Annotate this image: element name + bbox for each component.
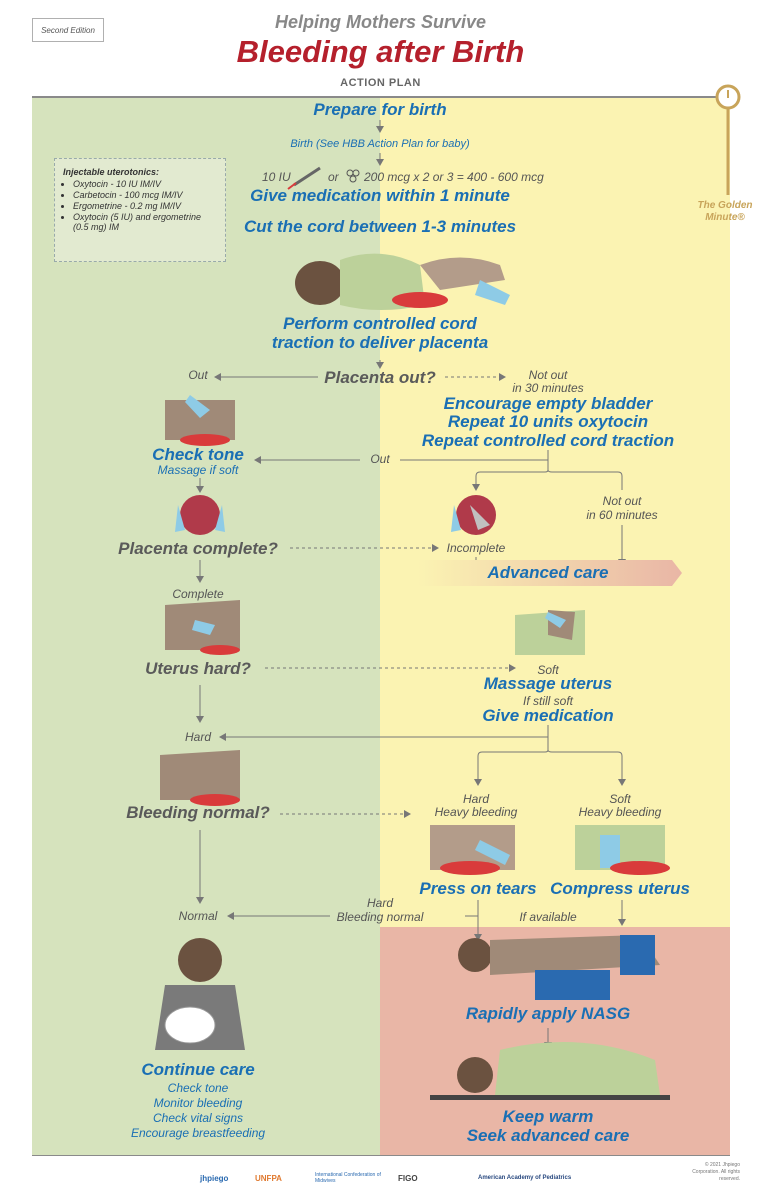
step-seek-care: Seek advanced care <box>466 1126 630 1145</box>
step-massage-uterus: Massage uterus <box>483 674 613 693</box>
step-encourage: Encourage empty bladder <box>443 394 653 413</box>
pills-icon <box>346 169 360 183</box>
copyright: © 2021 Jhpiego Corporation. All rights r… <box>692 1162 740 1182</box>
series-title: Helping Mothers Survive <box>274 12 487 32</box>
logo-jhpiego: jhpiego <box>200 1173 229 1183</box>
step-repeat-oxy: Repeat 10 units oxytocin <box>447 412 649 431</box>
keep-warm-illustration <box>430 1042 670 1100</box>
logo-aap: American Academy of Pediatrics <box>478 1174 572 1181</box>
decision-placenta-complete: Placenta complete? <box>118 539 278 558</box>
step-give-medication: Give medication <box>482 706 614 725</box>
logo-figo: FIGO <box>398 1173 418 1183</box>
label-hard-2: Hard <box>462 792 490 806</box>
step-cut-cord: Cut the cord between 1-3 minutes <box>243 217 517 236</box>
golden-minute-label: The Golden Minute® <box>697 200 753 223</box>
label-soft-1: Soft <box>537 663 559 677</box>
edition-badge: Second Edition <box>32 18 104 42</box>
check-tone-illustration <box>165 395 235 446</box>
step-repeat-cct: Repeat controlled cord traction <box>421 431 675 450</box>
note-item: Ergometrine - 0.2 mg IM/IV <box>73 201 217 211</box>
note-item: Oxytocin (5 IU) and ergometrine (0.5 mg)… <box>73 212 217 232</box>
top-divider <box>32 96 730 98</box>
label-normal: Normal <box>178 909 218 923</box>
stopwatch-icon <box>715 84 741 195</box>
care-item: Monitor bleeding <box>153 1096 243 1110</box>
note-item: Oxytocin - 10 IU IM/IV <box>73 179 217 189</box>
uterotonics-note: Injectable uterotonics: Oxytocin - 10 IU… <box>54 158 226 262</box>
massage-uterus-illustration <box>515 610 585 655</box>
label-incomplete: Incomplete <box>446 541 506 555</box>
care-item: Check vital signs <box>152 1111 244 1125</box>
label-out-1: Out <box>188 368 208 382</box>
label-not-out-30-1: Not out <box>528 368 568 382</box>
dose-iu: 10 IU <box>262 170 291 184</box>
step-massage-if-soft: Massage if soft <box>157 463 239 477</box>
step-check-tone: Check tone <box>152 445 244 464</box>
syringe-icon <box>287 166 321 190</box>
note-item: Carbetocin - 100 mcg IM/IV <box>73 190 217 200</box>
care-item: Encourage breastfeeding <box>130 1126 266 1140</box>
logo-unfpa: UNFPA <box>255 1173 282 1183</box>
label-hard-1: Hard <box>184 730 212 744</box>
uterus-hard-illustration <box>165 600 240 655</box>
label-not-out-60-2: in 60 minutes <box>586 508 658 522</box>
step-give-med: Give medication within 1 minute <box>250 186 510 205</box>
care-item: Check tone <box>167 1081 229 1095</box>
breastfeeding-illustration <box>155 938 245 1050</box>
label-soft-2: Soft <box>609 792 631 806</box>
dose-or: or <box>328 170 339 184</box>
decision-uterus-hard: Uterus hard? <box>145 659 251 678</box>
step-nasg: Rapidly apply NASG <box>465 1004 631 1023</box>
step-perform-1: Perform controlled cord <box>283 314 477 333</box>
step-perform-2: traction to deliver placenta <box>271 333 489 352</box>
step-prepare: Prepare for birth <box>313 100 447 119</box>
dose-mcg: 200 mcg x 2 or 3 = 400 - 600 mcg <box>364 170 544 184</box>
label-if-available: If available <box>519 910 577 924</box>
page-subtitle: ACTION PLAN <box>340 77 421 89</box>
birth-illustration <box>295 253 510 310</box>
label-not-out-30-2: in 30 minutes <box>512 381 584 395</box>
press-tears-illustration <box>430 825 515 875</box>
placenta-illustration-right <box>451 495 496 535</box>
compress-uterus-illustration <box>575 825 670 875</box>
label-complete: Complete <box>172 587 224 601</box>
logo-icm: International Confederation of Midwives <box>315 1172 381 1184</box>
placenta-illustration-left <box>175 495 225 535</box>
label-if-still-soft: If still soft <box>522 694 574 708</box>
label-heavy-2: Heavy bleeding <box>578 805 662 819</box>
label-hard-3: Hard <box>366 896 394 910</box>
page-title: Bleeding after Birth <box>236 34 525 69</box>
step-advanced-care: Advanced care <box>487 563 609 582</box>
label-heavy-1: Heavy bleeding <box>434 805 518 819</box>
step-compress-uterus: Compress uterus <box>550 879 690 898</box>
label-not-out-60-1: Not out <box>602 494 642 508</box>
step-press-tears: Press on tears <box>419 879 537 898</box>
label-bleeding-normal: Bleeding normal <box>336 910 424 924</box>
nasg-illustration <box>458 935 660 1000</box>
attention-pathway-zone <box>380 97 730 927</box>
note-title: Injectable uterotonics: <box>63 167 160 177</box>
label-out-2: Out <box>370 452 390 466</box>
step-keep-warm: Keep warm <box>502 1107 594 1126</box>
decision-placenta-out: Placenta out? <box>324 368 436 387</box>
step-continue-care: Continue care <box>141 1060 255 1079</box>
bleeding-normal-illustration <box>160 750 240 806</box>
step-birth: Birth (See HBB Action Plan for baby) <box>290 138 470 150</box>
decision-bleeding-normal: Bleeding normal? <box>126 803 270 822</box>
bottom-divider <box>32 1155 730 1156</box>
